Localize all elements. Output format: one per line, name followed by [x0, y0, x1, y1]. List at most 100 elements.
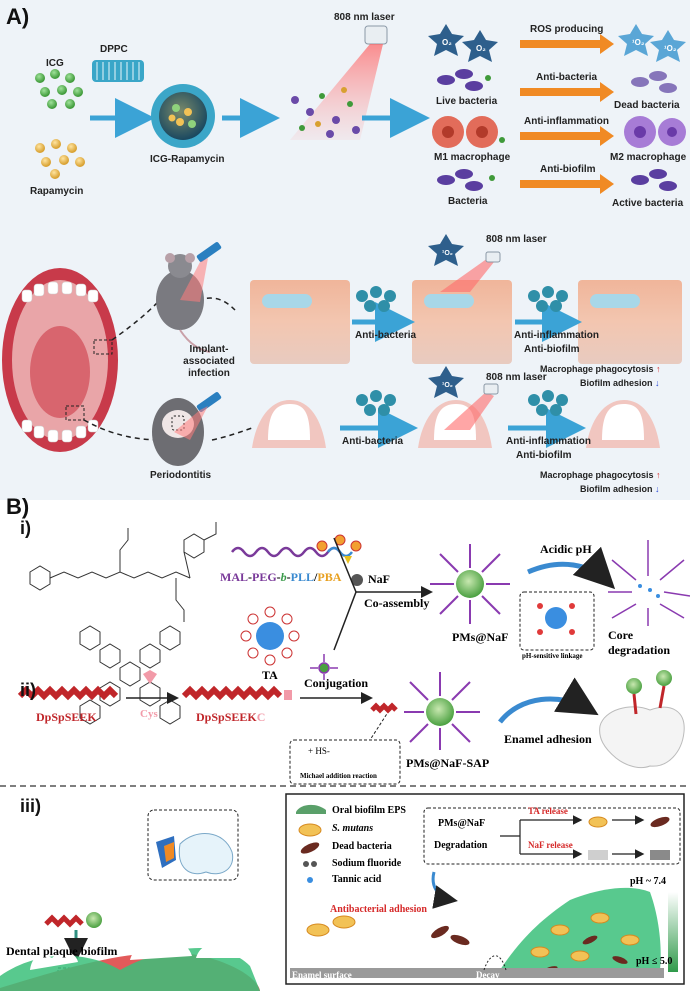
rapamycin-label: Rapamycin [30, 186, 84, 197]
periodontitis-label: Periodontitis [150, 470, 212, 481]
rapamycin-dots [35, 139, 85, 179]
row2-macrophage-phagocytosis: Macrophage phagocytosis ↑ [540, 470, 661, 480]
row2-laser: 808 nm laser [486, 372, 547, 383]
row2-anti-inflammation: Anti-inflammation [506, 436, 591, 447]
ta-release-label: TA release [528, 806, 568, 816]
antibac-bacteria [306, 915, 470, 946]
icg-label: ICG [46, 58, 64, 69]
conjugation-micelle-icon [310, 654, 338, 680]
periodontitis-head [152, 392, 222, 466]
chemical-structure-top [29, 522, 217, 622]
row2-anti-bacteria: Anti-bacteria [342, 436, 404, 447]
pms-naf-label: PMs@NaF [452, 630, 509, 644]
m2-macrophage-label-visible: M2 macrophage [610, 152, 687, 163]
effect-ros-producing: ROS producing [530, 24, 604, 35]
ph-gradient-bar [668, 892, 678, 972]
m1-macrophage-label: M1 macrophage [434, 152, 511, 163]
cys-label: Cys [140, 708, 158, 720]
periodontitis-row [252, 366, 660, 448]
panel-a-graphics [2, 24, 686, 466]
legend-eps: Oral biofilm EPS [332, 805, 406, 816]
pms-naf-micelle [430, 544, 510, 624]
section-iii-label: iii) [20, 796, 41, 816]
naf-release-label: NaF release [528, 840, 573, 850]
live-bacteria-label: Live bacteria [436, 96, 498, 107]
row1-anti-bacteria: Anti-bacteria [355, 330, 417, 341]
row1-laser: 808 nm laser [486, 234, 547, 245]
ros-1o2-2: ¹O₂ [664, 44, 677, 53]
icg-dots [35, 69, 83, 109]
panel-b-label: B) [6, 494, 30, 519]
degradation-label: Degradation [434, 840, 488, 851]
legend-dead-bacteria: Dead bacteria [332, 841, 392, 852]
dppc-bilayer [92, 60, 144, 82]
decay-label: Decay [476, 970, 500, 980]
section-ii-label: ii) [20, 680, 36, 700]
effect-anti-biofilm: Anti-biofilm [540, 164, 596, 175]
peptide-label: DpSpSEEK [36, 710, 97, 724]
ph-low-label: pH ≤ 5.0 [636, 956, 673, 967]
section-i-label: i) [20, 518, 31, 538]
row2-biofilm-adhesion: Biofilm adhesion ↓ [580, 484, 660, 494]
ta-sphere [240, 606, 300, 666]
ph-linkage-label: pH-sensitive linkage [522, 652, 583, 660]
implant-infection-label: Implant-associated infection [183, 344, 235, 379]
dead-bacteria-label: Dead bacteria [614, 100, 680, 111]
icg-rapamycin-liposome [151, 84, 215, 148]
polymer-label: MAL-PEG-b-PLL/PBA [220, 570, 342, 584]
peptide2-label: DpSpSEEKC [196, 710, 266, 724]
core-degradation-icon [608, 540, 690, 626]
ph-high-label: pH ~ 7.4 [630, 876, 667, 887]
dppc-label: DPPC [100, 44, 128, 55]
bacteria-icon [437, 169, 495, 191]
panel-a: A) [0, 0, 690, 500]
panel-a-label: A) [6, 4, 30, 29]
ros-stars-right [618, 24, 686, 62]
mouth-illustration [2, 268, 253, 452]
row2-ros: ¹O₂ [442, 382, 453, 389]
row1-anti-biofilm: Anti-biofilm [524, 344, 580, 355]
m2-macrophage-icon [624, 116, 686, 148]
row1-anti-inflammation: Anti-inflammation [514, 330, 599, 341]
antibac-adhesion-label: Antibacterial adhesion [330, 904, 427, 915]
box-pms-label: PMs@NaF [438, 818, 486, 829]
coassembly-label: Co-assembly [364, 596, 430, 610]
row1-biofilm-adhesion: Biofilm adhesion ↓ [580, 378, 660, 388]
michael-plus: + HS- [308, 746, 330, 756]
pms-naf-sap-micelle [404, 672, 480, 750]
conjugation-label: Conjugation [304, 676, 369, 690]
michael-label: Michael addition reaction [300, 772, 377, 780]
ph-linkage-detail [537, 603, 575, 635]
pms-naf-sap-label: PMs@NaF-SAP [406, 756, 490, 770]
panel-b-graphics [0, 522, 690, 991]
enamel-surface-label: Enamel surface [292, 970, 352, 980]
released-particles [291, 87, 360, 138]
ros-o2-1: O₂ [442, 38, 452, 47]
icg-rapamycin-label: ICG-Rapamycin [150, 154, 225, 165]
plaque-label: Dental plaque biofilm [6, 944, 118, 958]
legend-smutans: S. mutans [332, 823, 374, 834]
acidic-ph-label: Acidic pH [540, 542, 592, 556]
laser-label-top: 808 nm laser [334, 12, 395, 23]
ros-o2-2: O₂ [476, 44, 486, 53]
plaque-scene [0, 809, 260, 991]
polymer-chain [231, 534, 362, 564]
live-bacteria-icon [437, 69, 491, 91]
row1-ros: ¹O₂ [442, 250, 453, 257]
laser-beam-top [290, 25, 388, 140]
ros-stars-left [428, 24, 498, 62]
ta-label: TA [262, 668, 278, 682]
row2-anti-biofilm: Anti-biofilm [516, 450, 572, 461]
orange-effect-arrows [520, 34, 614, 194]
legend-icons [296, 804, 326, 883]
effect-anti-inflammation: Anti-inflammation [524, 116, 609, 127]
legend-naf: Sodium fluoride [332, 858, 402, 869]
enamel-surface-bar [290, 968, 664, 978]
implant-row [250, 234, 682, 364]
core-degradation-label: Core degradation [608, 628, 671, 657]
peptide-strip-2 [181, 685, 292, 701]
naf-label: NaF [368, 572, 390, 586]
legend-ta: Tannic acid [332, 874, 382, 885]
peptide-strip-1 [17, 685, 119, 701]
m1-macrophage-icon [432, 116, 505, 148]
